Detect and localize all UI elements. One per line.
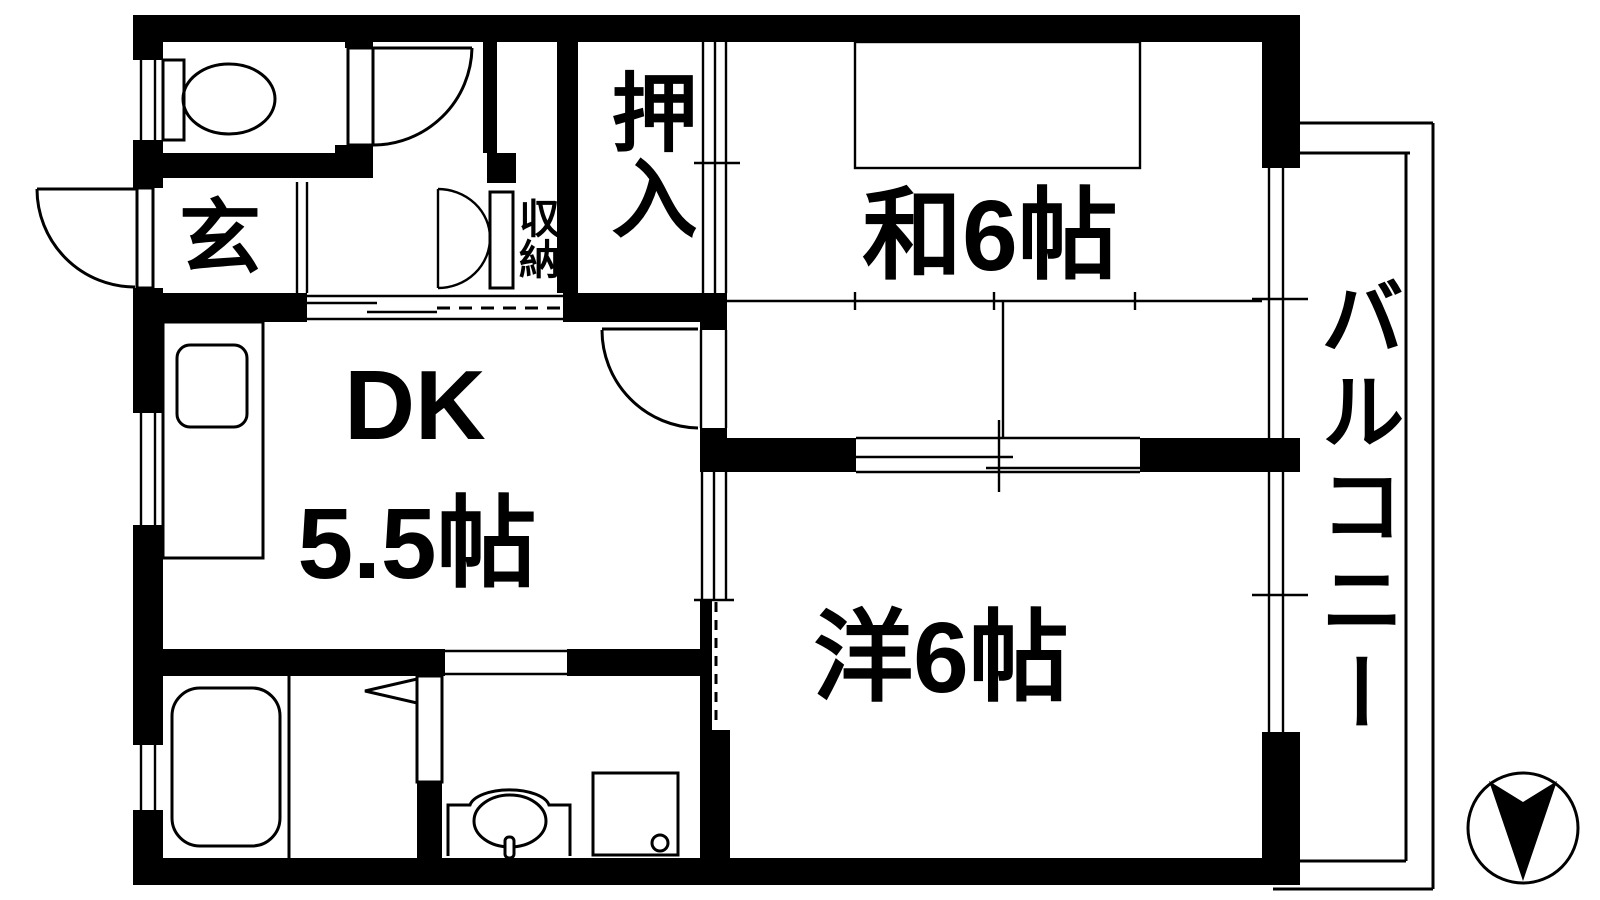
wall-segment bbox=[1140, 438, 1262, 472]
door-leaf bbox=[488, 190, 515, 290]
toilet-icon bbox=[161, 58, 277, 142]
corner-mark bbox=[1267, 16, 1296, 42]
door-swing-arc bbox=[437, 187, 492, 239]
wall-segment bbox=[345, 15, 373, 48]
wall-segment bbox=[563, 293, 727, 322]
washroom-door-icon bbox=[364, 674, 444, 784]
fixtures bbox=[161, 58, 1580, 885]
doors bbox=[35, 46, 699, 784]
room-label-western-room: 洋6帖 bbox=[813, 602, 1069, 714]
walls bbox=[133, 15, 1300, 885]
corner-mark bbox=[488, 155, 516, 183]
wall-segment bbox=[133, 858, 1300, 885]
wall-segment bbox=[700, 293, 727, 330]
room-label-closet: 押入 bbox=[598, 68, 694, 240]
wall-segment bbox=[700, 730, 730, 858]
corner-mark bbox=[136, 856, 166, 884]
counter-outline bbox=[161, 320, 265, 560]
door-swing-arc bbox=[600, 329, 699, 430]
compass-north-icon bbox=[1466, 771, 1580, 885]
washbasin-outline bbox=[446, 788, 572, 856]
wall-segment bbox=[700, 600, 712, 730]
bathtub-icon bbox=[170, 686, 282, 848]
corner-mark bbox=[138, 16, 167, 42]
wall-segment bbox=[700, 428, 727, 472]
washing-machine-pan-icon bbox=[591, 771, 680, 857]
toilet-door-icon bbox=[346, 46, 474, 147]
room-label-entrance: 玄 bbox=[178, 193, 262, 284]
washing-machine-pan bbox=[591, 771, 680, 857]
windows-and-sliding-doors bbox=[139, 42, 1308, 810]
japanese-room-door-icon bbox=[600, 327, 699, 430]
wall-segment bbox=[163, 293, 307, 322]
balcony-railing bbox=[1273, 121, 1435, 891]
compass-arrow bbox=[1489, 781, 1557, 881]
kitchen-sink-icon bbox=[175, 343, 249, 429]
door-leaf bbox=[346, 46, 375, 147]
door-swing-arc bbox=[437, 237, 492, 290]
wall-segment bbox=[727, 438, 856, 472]
door-leaf bbox=[415, 674, 444, 784]
room-label-dk-size: 5.5帖 bbox=[297, 488, 537, 600]
wall-segment bbox=[133, 15, 163, 60]
wall-segment bbox=[133, 153, 335, 178]
wall-segment bbox=[163, 649, 445, 676]
thin-partitions bbox=[287, 40, 1262, 858]
toilet-tank bbox=[161, 58, 186, 142]
room-label-japanese-room: 和6帖 bbox=[862, 180, 1118, 292]
kitchen-counter bbox=[161, 320, 265, 560]
door-swing-triangle bbox=[364, 677, 419, 705]
room-label-storage: 収納 bbox=[512, 197, 559, 279]
wall-segment bbox=[133, 15, 1300, 42]
wall-segment bbox=[567, 649, 700, 676]
toilet-bowl bbox=[181, 62, 277, 136]
door-swing-arc bbox=[35, 188, 136, 289]
wall-segment bbox=[1262, 15, 1300, 168]
storage-double-door-icon bbox=[436, 187, 515, 290]
washbasin-drain bbox=[503, 835, 516, 860]
tatami-line bbox=[853, 40, 1142, 170]
washbasin-icon bbox=[446, 788, 572, 860]
door-swing-arc bbox=[372, 47, 474, 147]
corner-mark bbox=[336, 147, 372, 178]
wall-segment bbox=[1262, 438, 1300, 472]
wall-segment bbox=[133, 525, 163, 745]
door-leaf bbox=[135, 186, 155, 290]
compass-circle bbox=[1466, 771, 1580, 885]
washing-machine-drain bbox=[650, 833, 670, 853]
wall-segment bbox=[417, 782, 442, 858]
room-label-balcony: バルコニー bbox=[1309, 274, 1403, 744]
wall-segment bbox=[483, 42, 497, 153]
room-label-dk: DK bbox=[344, 350, 486, 460]
entrance-door-icon bbox=[35, 186, 155, 290]
bathtub-outline bbox=[170, 686, 282, 848]
wall-segment bbox=[133, 288, 163, 413]
wall-segment bbox=[557, 42, 578, 293]
